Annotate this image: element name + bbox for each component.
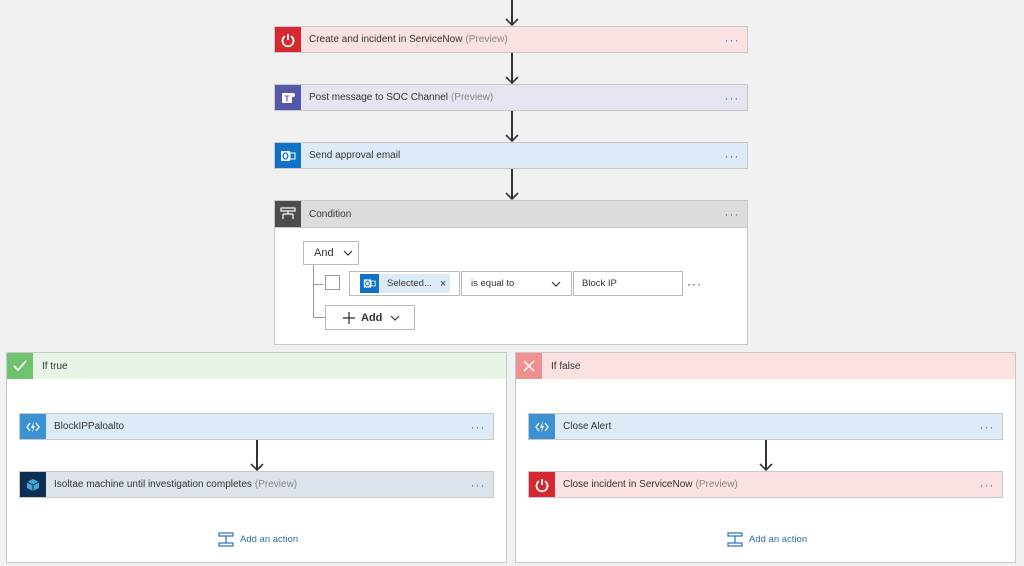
add-action-icon <box>218 532 234 547</box>
preview-tag: (Preview) <box>450 92 494 103</box>
condition-operator-dropdown[interactable]: is equal to <box>461 271 572 296</box>
group-operator-value: And <box>314 247 334 259</box>
condition-value: Block IP <box>582 278 617 289</box>
step-title: Close incident in ServiceNow <box>563 479 693 490</box>
add-condition-button[interactable]: Add <box>325 305 415 330</box>
tree-line <box>313 284 323 285</box>
tree-line <box>313 265 314 318</box>
step-send-approval-email[interactable]: Send approval email ··· <box>274 142 748 169</box>
condition-value-input[interactable]: Block IP <box>573 271 683 296</box>
condition-header[interactable]: Condition ··· <box>275 201 747 228</box>
token-remove-icon[interactable]: × <box>439 277 447 290</box>
step-isolate-machine[interactable]: Isoltae machine until investigation comp… <box>19 471 494 498</box>
condition-title: Condition <box>309 208 352 220</box>
flow-arrow <box>250 440 264 471</box>
add-action-label: Add an action <box>240 534 299 545</box>
row-checkbox[interactable] <box>325 275 340 290</box>
selected-token: Selected... × <box>360 274 451 293</box>
condition-left-operand[interactable]: Selected... × <box>349 271 460 296</box>
preview-tag: (Preview) <box>254 479 298 490</box>
outlook-icon <box>360 274 379 293</box>
checkmark-icon <box>7 353 33 379</box>
group-operator-dropdown[interactable]: And <box>303 241 359 265</box>
step-title: Isoltae machine until investigation comp… <box>54 479 252 490</box>
chevron-down-icon <box>343 250 353 256</box>
flow-arrow <box>505 169 519 200</box>
if-false-title: If false <box>551 360 581 372</box>
defender-cube-icon <box>20 472 46 497</box>
flow-arrow <box>759 440 773 471</box>
token-label: Selected... <box>387 278 432 289</box>
tree-line <box>313 317 325 318</box>
outlook-icon <box>275 143 301 168</box>
more-options-button[interactable]: ··· <box>724 207 740 221</box>
more-options-button[interactable]: ··· <box>724 148 740 163</box>
svg-text:T: T <box>285 94 290 103</box>
step-blockip-paloalto[interactable]: BlockIPPaloalto ··· <box>19 413 494 440</box>
flow-arrow <box>505 53 519 84</box>
teams-icon: T <box>275 85 301 110</box>
step-close-alert[interactable]: Close Alert ··· <box>528 413 1003 440</box>
add-an-action-button[interactable]: Add an action <box>727 532 807 547</box>
add-action-label: Add an action <box>749 534 808 545</box>
more-options-button[interactable]: ··· <box>979 477 995 492</box>
more-options-button[interactable]: ··· <box>470 419 486 434</box>
more-options-button[interactable]: ··· <box>470 477 486 492</box>
row-more-options-button[interactable]: ··· <box>687 277 702 291</box>
step-close-incident-servicenow[interactable]: Close incident in ServiceNow(Preview) ··… <box>528 471 1003 498</box>
if-false-header: If false <box>516 353 1015 379</box>
more-options-button[interactable]: ··· <box>979 419 995 434</box>
step-title: Create and incident in ServiceNow <box>309 34 463 45</box>
condition-block: Condition ··· And Selected... × is equal… <box>274 200 748 345</box>
step-title: Send approval email <box>309 150 401 161</box>
flow-arrow <box>505 111 519 142</box>
step-post-message-soc-channel[interactable]: T Post message to SOC Channel(Preview) ·… <box>274 84 748 111</box>
preview-tag: (Preview) <box>695 479 738 490</box>
chevron-down-icon <box>551 281 561 287</box>
servicenow-power-icon <box>529 472 555 497</box>
if-true-header: If true <box>7 353 506 379</box>
add-action-icon <box>727 532 743 547</box>
condition-icon <box>275 201 301 227</box>
azure-function-icon <box>20 414 46 439</box>
close-x-icon <box>516 353 542 379</box>
if-true-branch: If true BlockIPPaloalto ··· Isoltae mach… <box>6 352 507 563</box>
more-options-button[interactable]: ··· <box>724 90 740 105</box>
step-title: BlockIPPaloalto <box>54 421 125 432</box>
operator-value: is equal to <box>471 278 515 289</box>
more-options-button[interactable]: ··· <box>724 32 740 47</box>
flow-arrow <box>505 0 519 26</box>
add-label: Add <box>361 311 383 324</box>
if-false-branch: If false Close Alert ··· Close incident … <box>515 352 1016 563</box>
if-true-title: If true <box>42 360 68 372</box>
step-title: Post message to SOC Channel <box>309 92 448 103</box>
plus-icon <box>343 311 355 324</box>
add-an-action-button[interactable]: Add an action <box>218 532 298 547</box>
step-title: Close Alert <box>563 421 612 432</box>
step-create-incident-servicenow[interactable]: Create and incident in ServiceNow(Previe… <box>274 26 748 53</box>
preview-tag: (Preview) <box>465 34 508 45</box>
chevron-down-icon <box>390 315 400 321</box>
azure-function-icon <box>529 414 555 439</box>
servicenow-power-icon <box>275 27 301 52</box>
